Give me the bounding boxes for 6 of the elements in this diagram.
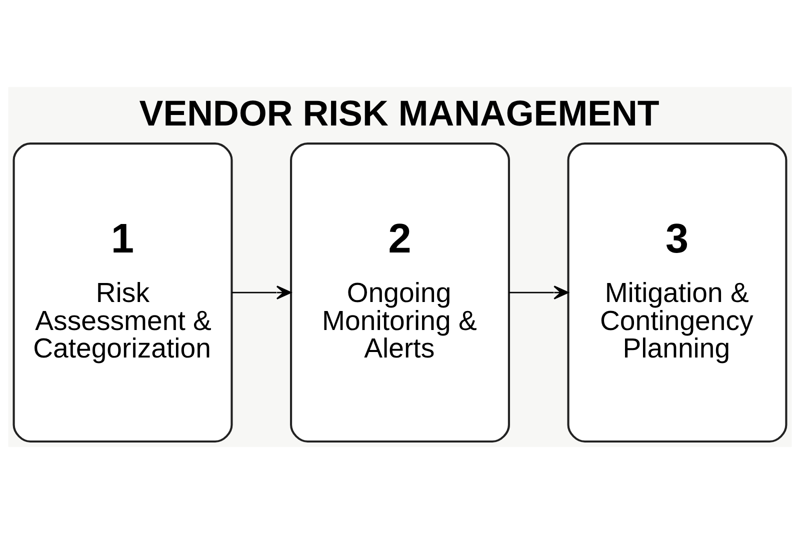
node-box: 3 Mitigation & Contingency Planning xyxy=(567,142,788,442)
node-box: 2 Ongoing Monitoring & Alerts xyxy=(290,142,510,442)
diagram-title: VENDOR RISK MANAGEMENT xyxy=(139,92,660,133)
arrow xyxy=(232,285,292,299)
arrow xyxy=(509,285,569,299)
node-box: 1 Risk Assessment & Categorization xyxy=(12,142,233,442)
